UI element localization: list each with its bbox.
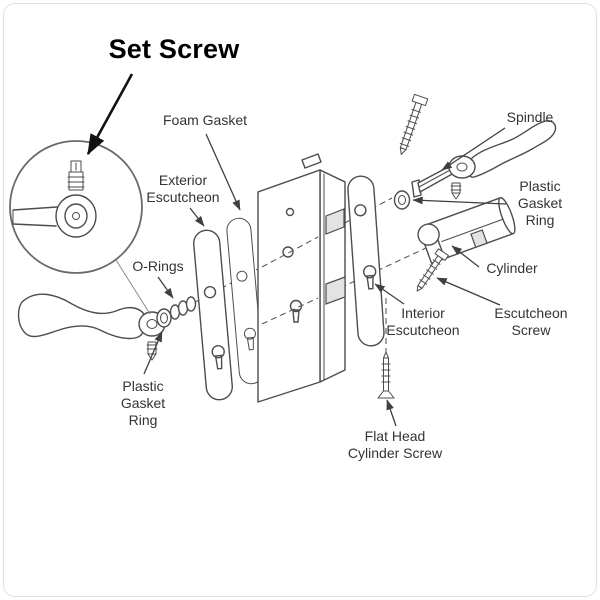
label-o-rings: O-Rings [132, 258, 184, 274]
label-escutcheon-screw: Escutcheon Screw [494, 305, 568, 339]
label-spindle: Spindle [506, 109, 554, 125]
leader-cylinder [451, 245, 480, 268]
magnifier-detail-circle [9, 140, 151, 315]
diagram-title: Set Screw [108, 34, 240, 64]
plastic-gasket-ring-right-part [393, 190, 411, 210]
leader-exterior-escutcheon [189, 207, 205, 227]
cylinder-part [417, 197, 516, 265]
label-cylinder: Cylinder [486, 260, 538, 276]
label-leader-lines [143, 127, 507, 427]
escutcheon-screw-right-part [416, 248, 449, 292]
label-foam-gasket: Foam Gasket [162, 112, 248, 128]
leader-escutcheon-screw [436, 277, 501, 306]
interior-escutcheon-part [347, 175, 385, 347]
label-flat-head-cylinder-screw: Flat Head Cylinder Screw [347, 428, 443, 462]
escutcheon-screw-top-part [399, 93, 429, 155]
label-plastic-gasket-ring-left: Plastic Gasket Ring [120, 378, 166, 429]
label-exterior-escutcheon: Exterior Escutcheon [146, 172, 220, 206]
left-lever-handle [17, 293, 166, 361]
plastic-gasket-ring-left-part [156, 308, 172, 328]
spindle-part [411, 164, 455, 198]
lock-body-part [257, 153, 346, 403]
leader-plastic-gasket-ring-left [143, 331, 163, 375]
exterior-escutcheon-part [193, 229, 233, 401]
leader-interior-escutcheon [374, 283, 405, 305]
leader-plastic-gasket-ring-right [412, 196, 507, 205]
foam-gasket-part [226, 217, 264, 385]
leader-o-rings [157, 276, 174, 299]
o-rings-part [169, 296, 197, 320]
label-interior-escutcheon: Interior Escutcheon [386, 305, 460, 339]
flat-head-cylinder-screw-part [377, 351, 395, 399]
leader-spindle [441, 127, 506, 171]
leader-flat-head-cylinder-screw [386, 399, 397, 427]
label-plastic-gasket-ring-right: Plastic Gasket Ring [517, 178, 563, 229]
leader-foam-gasket [205, 133, 241, 211]
set-screw-pointer-arrow [86, 73, 134, 156]
